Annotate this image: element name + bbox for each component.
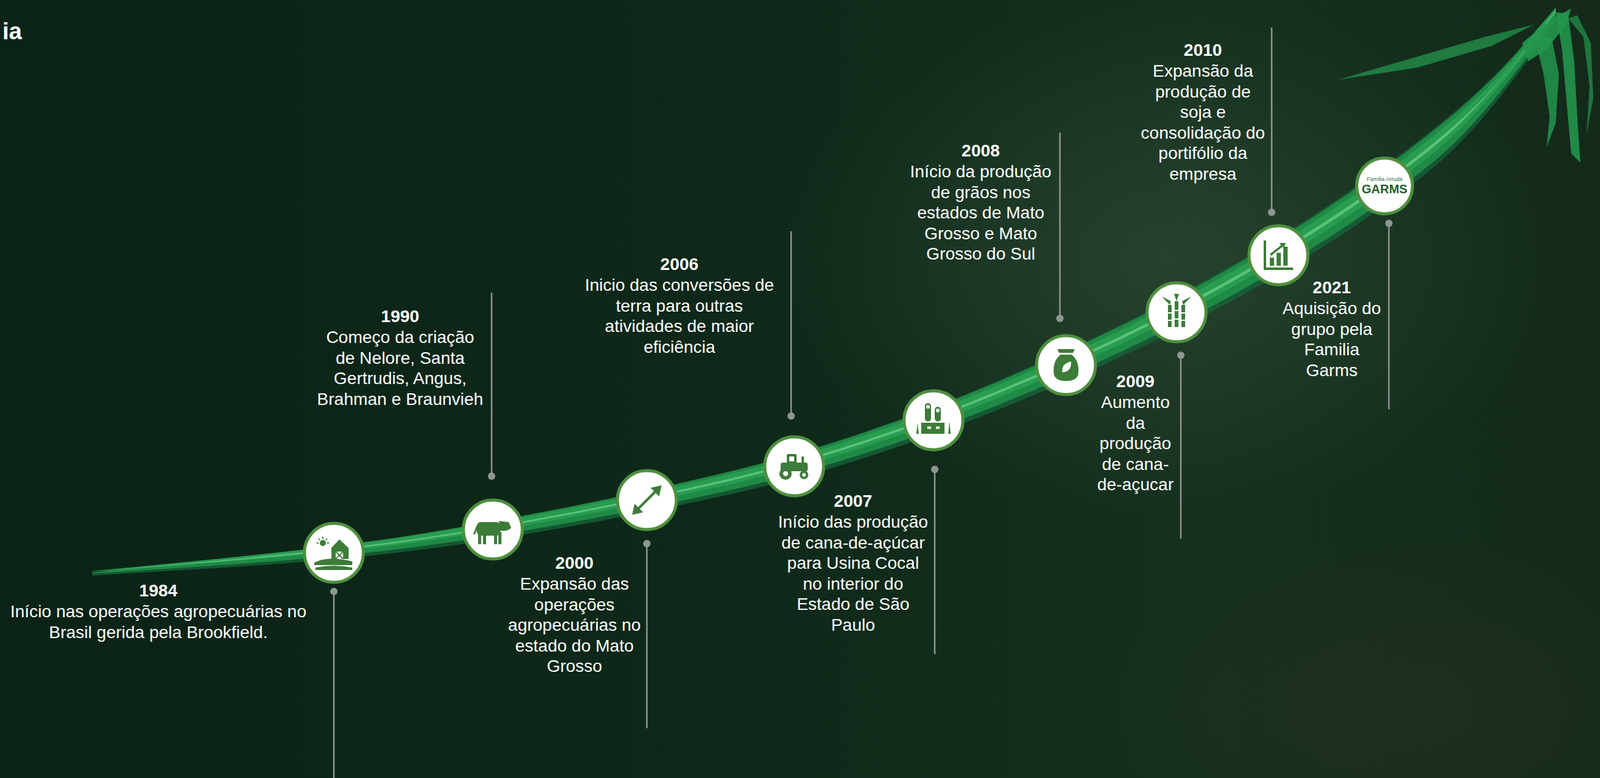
chart-icon: [1263, 240, 1294, 271]
corner-brush: [1337, 8, 1594, 163]
leader-lines: [330, 27, 1393, 778]
milestone-text: Início da produção de grãos nos estados …: [908, 161, 1054, 265]
milestone-text: Início nas operações agropecuárias no Br…: [4, 601, 312, 643]
cow-icon: [473, 521, 512, 545]
milestone-text: Inicio das conversões de terra para outr…: [576, 274, 783, 358]
page-title: ia: [2, 18, 23, 45]
barn-icon: [314, 537, 353, 571]
brush-stroke: [92, 7, 1556, 576]
year-label: 2008: [908, 140, 1054, 162]
expand-icon: [632, 485, 662, 515]
year-label: 2010: [1139, 39, 1267, 61]
brush-stroke: [92, 7, 1556, 574]
logo-circle: Familia ArrudaGARMS: [1355, 156, 1415, 216]
milestone-text: Começo da criação de Nelore, Santa Gertr…: [314, 327, 487, 410]
milestone-text: Expansão da produção de soja e consolida…: [1139, 60, 1267, 185]
tractor-icon: [779, 454, 809, 480]
logo-subtitle: Familia Arruda: [1366, 176, 1403, 183]
year-label: 1990: [314, 306, 487, 328]
brush-stroke: [92, 7, 1556, 572]
year-label: 1984: [4, 580, 312, 602]
year-label: 2009: [1096, 371, 1175, 393]
year-label: 2000: [506, 552, 642, 574]
sugarcane-icon: [1161, 293, 1192, 328]
year-label: 2006: [576, 254, 783, 275]
milestone-text: Início das produção de cana-de-açúcar pa…: [776, 511, 930, 636]
logo-name: GARMS: [1361, 182, 1408, 196]
milestone-text: Aumento da produção de cana-de-açucar: [1096, 392, 1175, 496]
brush-stroke: [92, 10, 1556, 572]
brush-swoosh: [92, 7, 1556, 576]
milestone-text: Aquisição do grupo pela Familia Garms: [1280, 298, 1383, 381]
milestone-text: Expansão das operações agropecuárias no …: [506, 573, 642, 677]
mill-icon: [916, 403, 951, 434]
year-label: 2007: [776, 490, 930, 512]
grain-sack-icon: [1053, 349, 1079, 382]
year-label: 2021: [1280, 277, 1383, 299]
